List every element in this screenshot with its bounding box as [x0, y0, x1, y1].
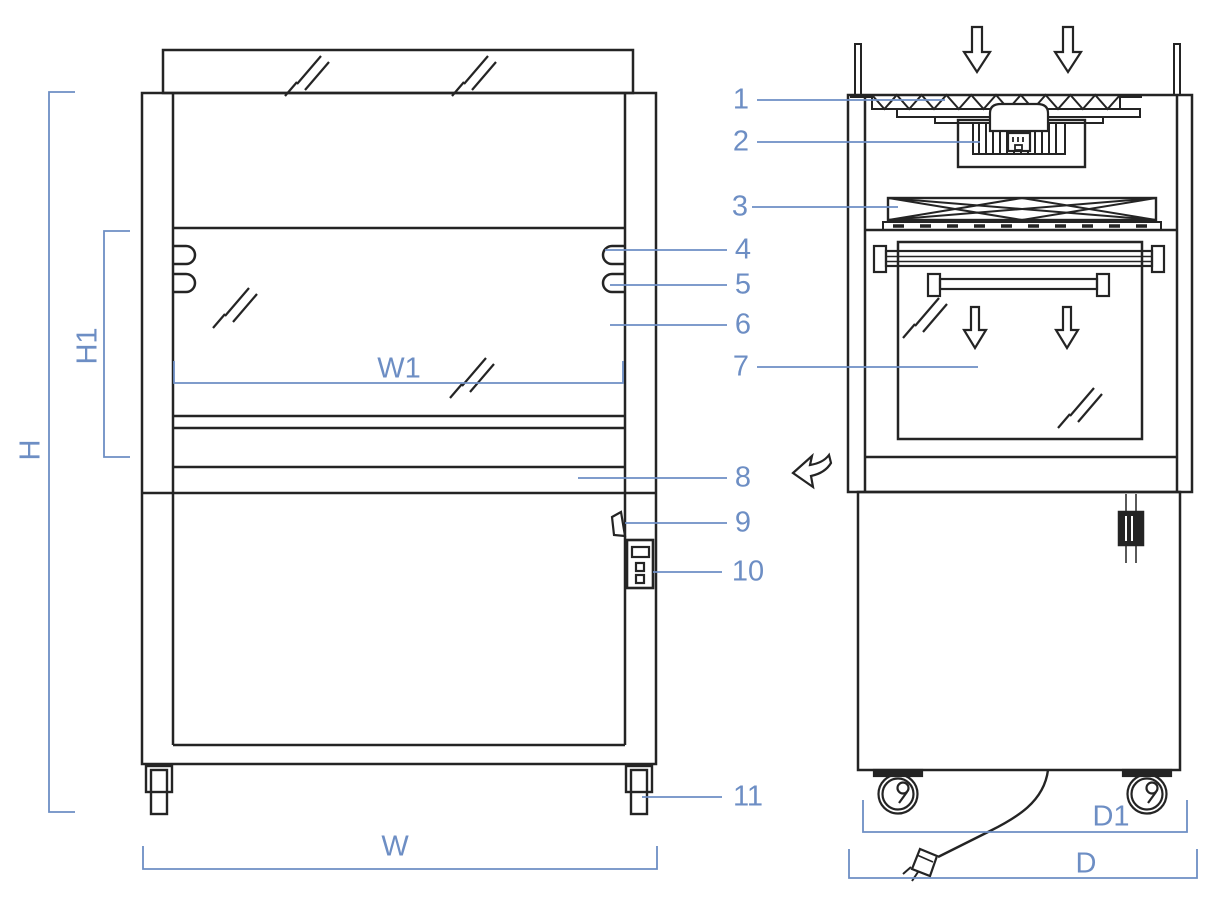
glass-hatch-icon: [448, 356, 496, 400]
airflow-down-arrow-icon: [962, 305, 988, 351]
airflow-out-arrow-icon: [791, 452, 833, 490]
dimension-H-bracket: [48, 91, 75, 813]
callout-11-label: 11: [732, 780, 764, 813]
handle-rail: [926, 272, 1111, 298]
roof-posts: [854, 43, 1181, 96]
support-rail: [872, 244, 1166, 274]
dimension-H-label: H: [14, 439, 47, 461]
side-handle-icon: [1117, 494, 1145, 563]
callout-8-label: 8: [734, 461, 752, 494]
power-cord: [937, 769, 1050, 859]
base-cabinet: [856, 490, 1182, 772]
callout-2-label: 2: [732, 125, 750, 158]
sash-window-opening: [173, 244, 625, 400]
callout-1-label: 1: [732, 83, 750, 116]
motor-terminal: [1006, 131, 1032, 153]
glass-hatch-icon: [450, 54, 498, 98]
callout-3-label: 3: [731, 190, 749, 223]
control-button: [634, 561, 646, 573]
fan-blower: [896, 102, 1141, 169]
glass-hatch-icon: [901, 296, 949, 340]
dimension-D1-bracket: [862, 800, 1188, 833]
sash-stop-icon: [173, 272, 197, 294]
caster-wheel-icon: [1121, 768, 1173, 815]
cabinet-frame: [140, 91, 658, 766]
sash-stop-icon: [601, 244, 625, 266]
callout-4-label: 4: [734, 233, 752, 266]
dimension-W-bracket: [142, 846, 658, 870]
dimension-D1-label: D1: [1092, 800, 1130, 833]
front-view: [140, 48, 658, 816]
leveling-foot: [144, 764, 174, 816]
dimension-lines: [48, 91, 1198, 879]
sash-stop-icon: [173, 244, 197, 266]
side-view: [791, 25, 1194, 882]
callout-10-label: 10: [731, 555, 765, 588]
dimension-H1-bracket: [103, 230, 130, 458]
dimension-D-bracket: [848, 849, 1198, 879]
airflow-down-arrow-icon: [961, 25, 993, 75]
side-glass-panel: [896, 240, 1144, 441]
sash-stop-icon: [601, 272, 625, 294]
caster-wheel-icon: [872, 768, 924, 815]
callout-7-label: 7: [732, 350, 750, 383]
airflow-down-arrow-icon: [1054, 305, 1080, 351]
dimension-W1-bracket: [173, 361, 624, 384]
control-display: [630, 545, 651, 559]
callout-9-label: 9: [734, 506, 752, 539]
leveling-foot: [624, 764, 654, 816]
glass-hatch-icon: [283, 54, 331, 98]
motor-dome: [988, 102, 1050, 133]
callout-6-label: 6: [734, 308, 752, 341]
control-panel: [625, 538, 655, 590]
dimension-D-label: D: [1075, 847, 1097, 880]
canopy-glass-top: [161, 48, 635, 98]
airflow-down-arrow-icon: [1052, 25, 1084, 75]
glass-hatch-icon: [1056, 386, 1104, 430]
control-button: [634, 573, 646, 585]
glass-hatch-icon: [211, 286, 259, 330]
dimension-W1-label: W1: [377, 352, 421, 385]
dimension-W-label: W: [381, 830, 409, 863]
hepa-filter-icon: [865, 196, 1177, 232]
power-plug-icon: [902, 847, 939, 882]
latch-icon: [610, 510, 627, 538]
callout-5-label: 5: [734, 268, 752, 301]
dimension-H1-label: H1: [71, 327, 104, 365]
